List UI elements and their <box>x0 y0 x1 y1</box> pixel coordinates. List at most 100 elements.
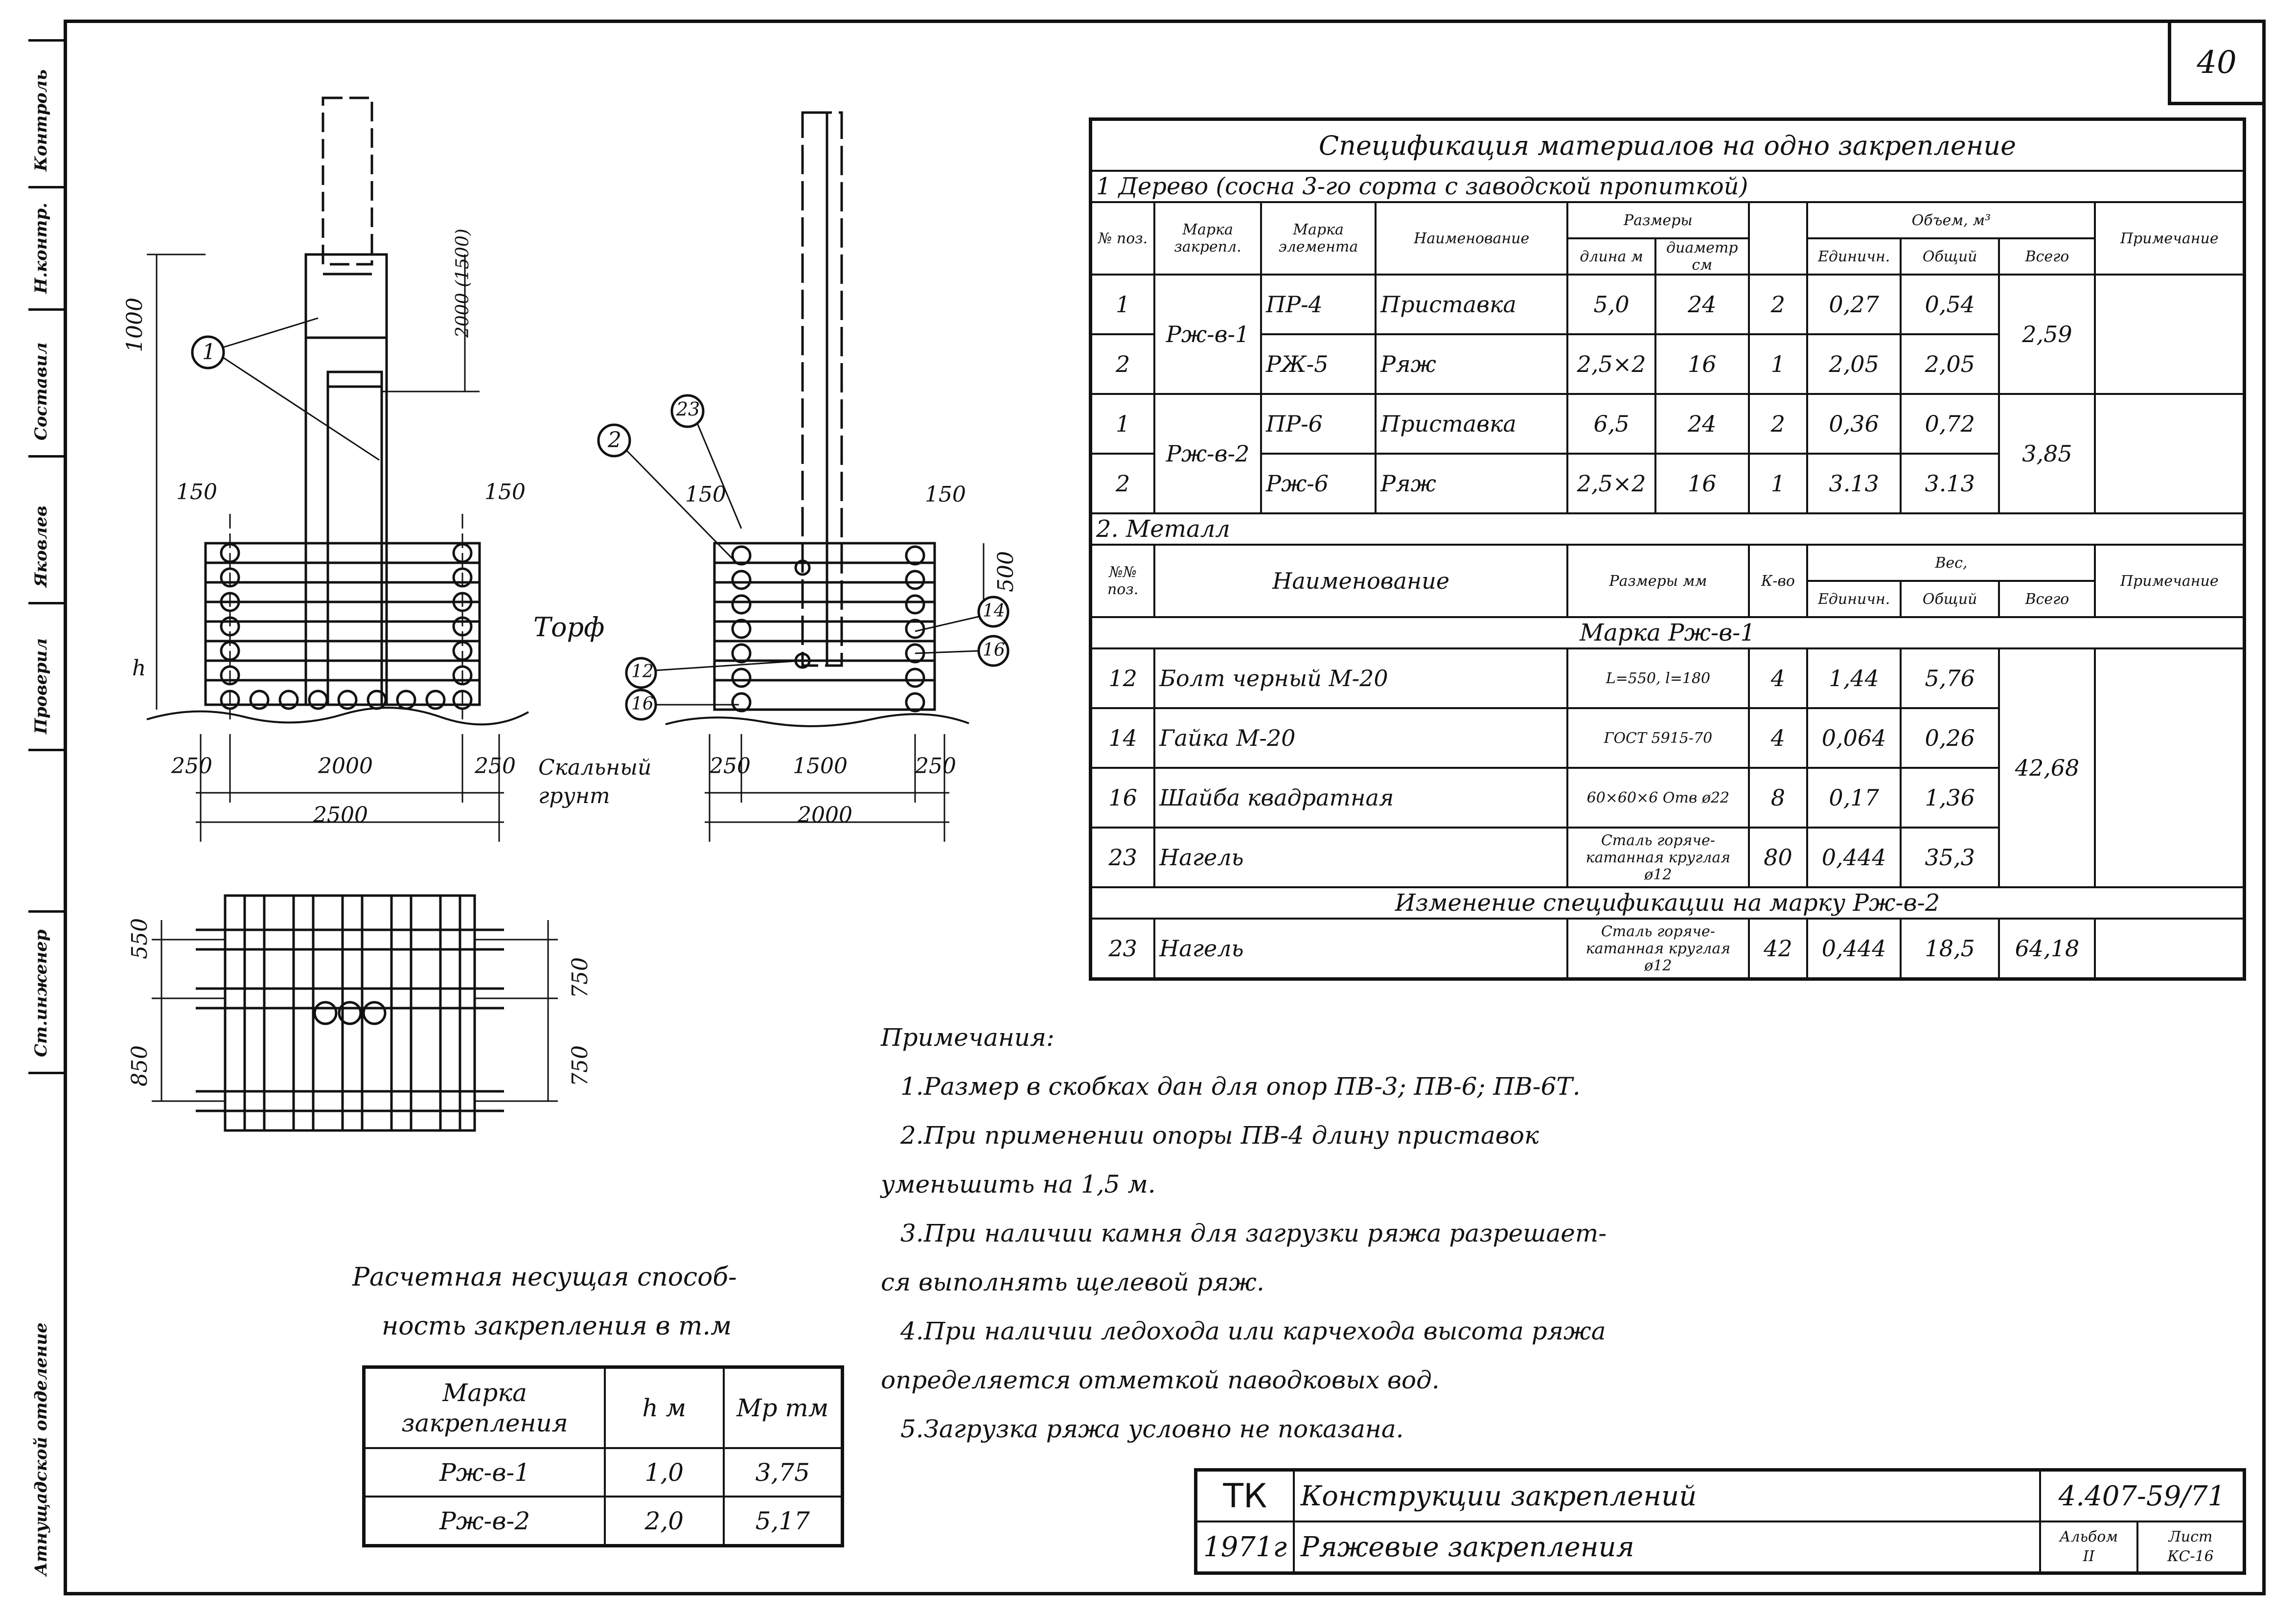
note-line: 2.При применении опоры ПВ-4 длину приста… <box>900 1121 1539 1150</box>
callout-23: 23 <box>676 398 700 420</box>
notes-title: Примечания: <box>881 1023 1055 1052</box>
metal-hdr-total: Общий <box>1899 580 2000 618</box>
note-line: 3.При наличии камня для загрузки ряжа ра… <box>900 1219 1607 1247</box>
wood-section-title: 1 Дерево (сосна 3-го сорта с заводской п… <box>1089 170 2246 203</box>
wood-mark-fix: Рж-в-2 <box>1153 393 1263 514</box>
plan-dim-850: 850 <box>127 1045 152 1086</box>
callout-2: 2 <box>608 428 621 453</box>
metal-hdr-unit: Единичн. <box>1806 580 1902 618</box>
dim-1500: 1500 <box>793 754 848 779</box>
metal-hdr-all: Всего <box>1998 580 2096 618</box>
note-line: ся выполнять щелевой ряж. <box>881 1268 1264 1296</box>
metal-all: 42,68 <box>1998 647 2096 888</box>
mark-1-label: Марка Рж-в-1 <box>1089 616 2246 649</box>
callout-16: 16 <box>631 694 654 714</box>
title-block: ТК Конструкции закреплений 4.407-59/71 1… <box>1194 1468 2246 1575</box>
metal-hdr-dims: Размеры мм <box>1566 544 1750 618</box>
metal-hdr-qty: К-во <box>1747 544 1809 618</box>
wood-hdr-dims: Размеры <box>1566 201 1750 239</box>
metal-row: 16 Шайба квадратная 60×60×6 Отв ø22 8 0,… <box>1089 767 2245 829</box>
wood-hdr-len: длина м <box>1566 237 1656 276</box>
capacity-hdr-mp: Мр тм <box>722 1366 844 1449</box>
stamp-org: ТК <box>1194 1469 1295 1522</box>
wood-row: 1 Рж-в-2 ПР-6 Приставка 6,5 24 2 0,36 0,… <box>1089 393 2246 514</box>
wood-row: 2 Рж-6 Ряж 2,5×2 16 1 3.13 3.13 <box>1089 453 2245 514</box>
note-line: 4.При наличии ледохода или карчехода выс… <box>900 1317 1606 1345</box>
wood-mark-fix: Рж-в-1 <box>1153 274 1263 395</box>
side-title-strip: Контроль Н.контр. Составил Яковлев Прове… <box>28 39 66 1590</box>
wood-hdr-unit: Единичн. <box>1806 237 1902 276</box>
metal-row: 12 Болт черный М-20 L=550, l=180 4 1,44 … <box>1089 647 2246 888</box>
label-ground: Скальный грунт <box>538 755 652 808</box>
specification-table: Спецификация материалов на одно закрепле… <box>1089 117 2246 981</box>
callout-12: 12 <box>631 662 654 682</box>
plan-dim-750-b: 750 <box>568 1045 593 1086</box>
capacity-row: Рж-в-1 1,0 3,75 <box>363 1447 844 1498</box>
wood-all: 3,85 <box>1998 393 2096 514</box>
metal-row: 14 Гайка М-20 ГОСТ 5915-70 4 0,064 0,26 <box>1089 707 2245 769</box>
metal-row: 23 Нагель Сталь горяче-катанная круглая … <box>1089 827 2245 888</box>
change-row: 23 Нагель Сталь горяче-катанная круглая … <box>1089 918 2246 980</box>
capacity-caption: Расчетная несущая способ- ность закрепле… <box>352 1263 737 1341</box>
callout-14: 14 <box>983 601 1005 621</box>
callout-1: 1 <box>202 340 216 365</box>
dim-150-a: 150 <box>176 480 217 505</box>
wood-hdr-note: Примечание <box>2094 201 2246 276</box>
wood-hdr-total: Общий <box>1899 237 2000 276</box>
crib-plan <box>152 894 558 1132</box>
wood-all: 2,59 <box>1998 274 2096 395</box>
note-line: определяется отметкой паводковых вод. <box>881 1366 1440 1394</box>
metal-hdr-weight: Вес, <box>1806 544 2096 582</box>
dim-2000-b: 2000 <box>798 803 852 828</box>
wood-hdr-pos: № поз. <box>1089 201 1156 276</box>
page-number: 40 <box>2168 20 2266 105</box>
stamp-album: Альбом II <box>2039 1521 2139 1574</box>
callout-16-b: 16 <box>983 640 1005 660</box>
notes: Примечания: 1.Размер в скобках дан для о… <box>881 1013 1607 1453</box>
wood-hdr-mark-fix: Марка закрепл. <box>1153 201 1263 276</box>
wood-row: 1 Рж-в-1 ПР-4 Приставка 5,0 24 2 0,27 0,… <box>1089 274 2246 395</box>
capacity-row: Рж-в-2 2,0 5,17 <box>363 1496 844 1547</box>
wood-hdr-diam: диаметр см <box>1654 237 1750 276</box>
dim-150-d: 150 <box>925 482 966 507</box>
dim-2000: 2000 <box>318 754 373 779</box>
dim-250-d: 250 <box>915 754 956 779</box>
spec-title: Спецификация материалов на одно закрепле… <box>1089 118 2246 172</box>
dim-250-c: 250 <box>710 754 751 779</box>
note-line: уменьшить на 1,5 м. <box>881 1170 1156 1198</box>
plan-dim-550: 550 <box>127 918 152 959</box>
wood-row: 2 РЖ-5 Ряж 2,5×2 16 1 2,05 2,05 <box>1089 333 2245 395</box>
metal-hdr-note: Примечание <box>2094 544 2246 618</box>
label-peat: Торф <box>533 612 605 643</box>
dim-150-c: 150 <box>685 482 726 507</box>
capacity-hdr-h: h м <box>604 1366 725 1449</box>
wood-hdr-all: Всего <box>1998 237 2096 276</box>
metal-hdr-name: Наименование <box>1153 544 1569 618</box>
plan-dim-750-a: 750 <box>568 957 593 998</box>
capacity-table: Марка закрепления h м Мр тм Рж-в-1 1,0 3… <box>362 1365 844 1547</box>
metal-section-title: 2. Металл <box>1089 512 2246 546</box>
stamp-title-2: Ряжевые закрепления <box>1292 1521 2041 1574</box>
dim-1000: 1000 <box>122 298 147 352</box>
dim-250-a: 250 <box>171 754 212 779</box>
crib-elevation-left <box>146 96 529 842</box>
stamp-year: 1971г <box>1194 1521 1295 1574</box>
note-line: 5.Загрузка ряжа условно не показана. <box>900 1415 1404 1443</box>
dim-h: h <box>132 656 146 681</box>
dim-2500: 2500 <box>313 803 368 828</box>
stamp-sheet: Лист КС-16 <box>2136 1521 2246 1574</box>
note-line: 1.Размер в скобках дан для опор ПВ-3; ПВ… <box>900 1072 1581 1101</box>
crib-elevation-right <box>597 111 1010 842</box>
wood-hdr-name: Наименование <box>1375 201 1569 276</box>
stamp-code: 4.407-59/71 <box>2039 1469 2246 1522</box>
wood-hdr-volume: Объем, м³ <box>1806 201 2096 239</box>
dim-150-b: 150 <box>484 480 526 505</box>
dim-2000-1500: 2000 (1500) <box>453 229 473 338</box>
stamp-title-1: Конструкции закреплений <box>1292 1469 2041 1522</box>
dim-250-b: 250 <box>475 754 516 779</box>
wood-hdr-mark-el: Марка элемента <box>1260 201 1377 276</box>
metal-hdr-pos: №№ поз. <box>1089 544 1156 618</box>
dim-500: 500 <box>993 551 1018 592</box>
capacity-hdr-mark: Марка закрепления <box>363 1366 606 1449</box>
